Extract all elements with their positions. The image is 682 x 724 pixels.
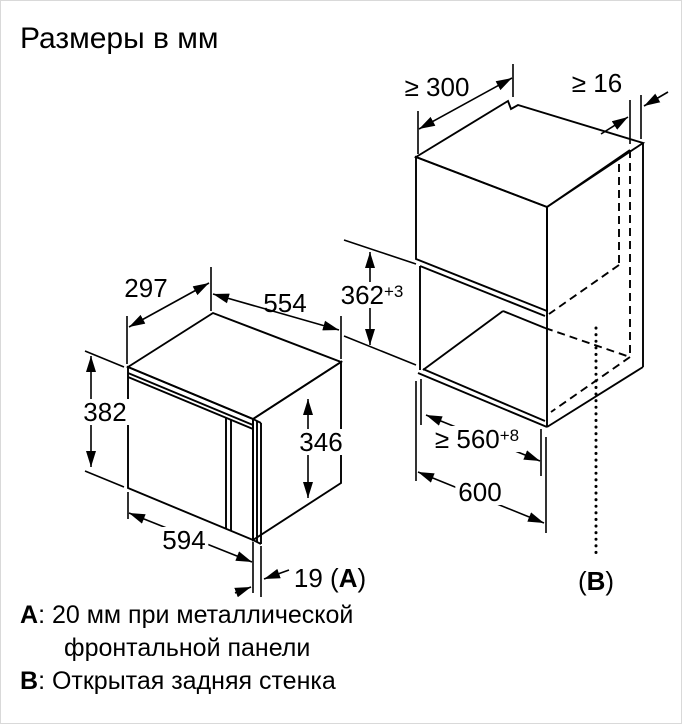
extension-lines-microwave <box>84 267 342 597</box>
footnote-b-line: B: Открытая задняя стенка <box>20 666 336 696</box>
cabinet-top-face <box>413 99 646 209</box>
niche-interior-edges <box>422 310 546 371</box>
hidden-back-edges <box>544 150 631 413</box>
microwave-top-face <box>125 311 344 421</box>
microwave-right-face <box>252 360 342 542</box>
dim-line-297 <box>128 282 210 328</box>
door-top-edge <box>127 372 254 430</box>
niche-floor-edges <box>417 368 548 428</box>
footnote-a-line1: A: 20 мм при металлической <box>20 600 353 630</box>
niche-height-tolerance: +3 <box>384 282 404 301</box>
dim-label-front-width-594: 594 <box>159 527 209 553</box>
niche-width-value: ≥ 560 <box>434 424 500 454</box>
dim-label-niche-width-560: ≥ 560+8 <box>431 424 523 454</box>
microwave-front-face <box>127 365 254 542</box>
leader-16-right <box>643 91 669 107</box>
leader-16-left <box>600 116 629 135</box>
footnote-b-key: B <box>20 667 39 695</box>
niche-width-tolerance: +8 <box>499 426 520 445</box>
extension-lines-cabinet <box>343 64 642 533</box>
dim-line-300 <box>418 77 513 130</box>
dim-label-niche-height-362: 362+3 <box>337 280 407 310</box>
ref-b-open: ( <box>577 566 587 596</box>
dim-label-body-width-554: 554 <box>263 288 307 318</box>
ref-a-close: ) <box>357 563 367 593</box>
ref-a-key: A <box>338 563 358 593</box>
dim-label-front-height-382: 382 <box>80 399 130 425</box>
niche-height-value: 362 <box>340 280 384 310</box>
dim-label-cabinet-width-600: 600 <box>455 479 505 505</box>
door-protrusion-value: 19 <box>293 563 323 593</box>
footnote-a-key: A <box>20 601 39 629</box>
door-right-edge <box>225 418 232 531</box>
niche-opening-top <box>419 265 546 317</box>
microwave-drawing <box>125 311 344 545</box>
footnote-a-line2: фронтальной панели <box>64 634 311 662</box>
leader-19-left <box>234 586 252 598</box>
cabinet-drawing <box>413 99 646 559</box>
dim-label-min-depth-300: ≥ 300 <box>404 72 470 102</box>
ref-label-B: (B) <box>578 568 614 594</box>
dim-label-depth-297: 297 <box>124 273 168 303</box>
cabinet-front-panel <box>415 155 548 313</box>
cabinet-right-face-top-edge <box>546 149 631 208</box>
ref-b-close: ) <box>605 566 615 596</box>
footnote-b-text: : Открытая задняя стенка <box>38 667 336 695</box>
door-side-strip <box>252 418 262 545</box>
dim-label-wall-thickness-16: ≥ 16 <box>571 68 623 98</box>
ref-b-key: B <box>586 566 606 596</box>
ref-a-open: ( <box>330 563 339 593</box>
dim-label-door-protrusion-19A: 19 (A) <box>294 565 366 591</box>
page-title: Размеры в мм <box>20 22 219 55</box>
dim-line-554 <box>212 293 340 331</box>
dim-label-body-height-346: 346 <box>296 429 346 455</box>
cabinet-bottom-edge <box>546 366 644 428</box>
footnote-a-text1: : 20 мм при металлической <box>38 601 354 629</box>
leader-19-right <box>263 568 290 580</box>
